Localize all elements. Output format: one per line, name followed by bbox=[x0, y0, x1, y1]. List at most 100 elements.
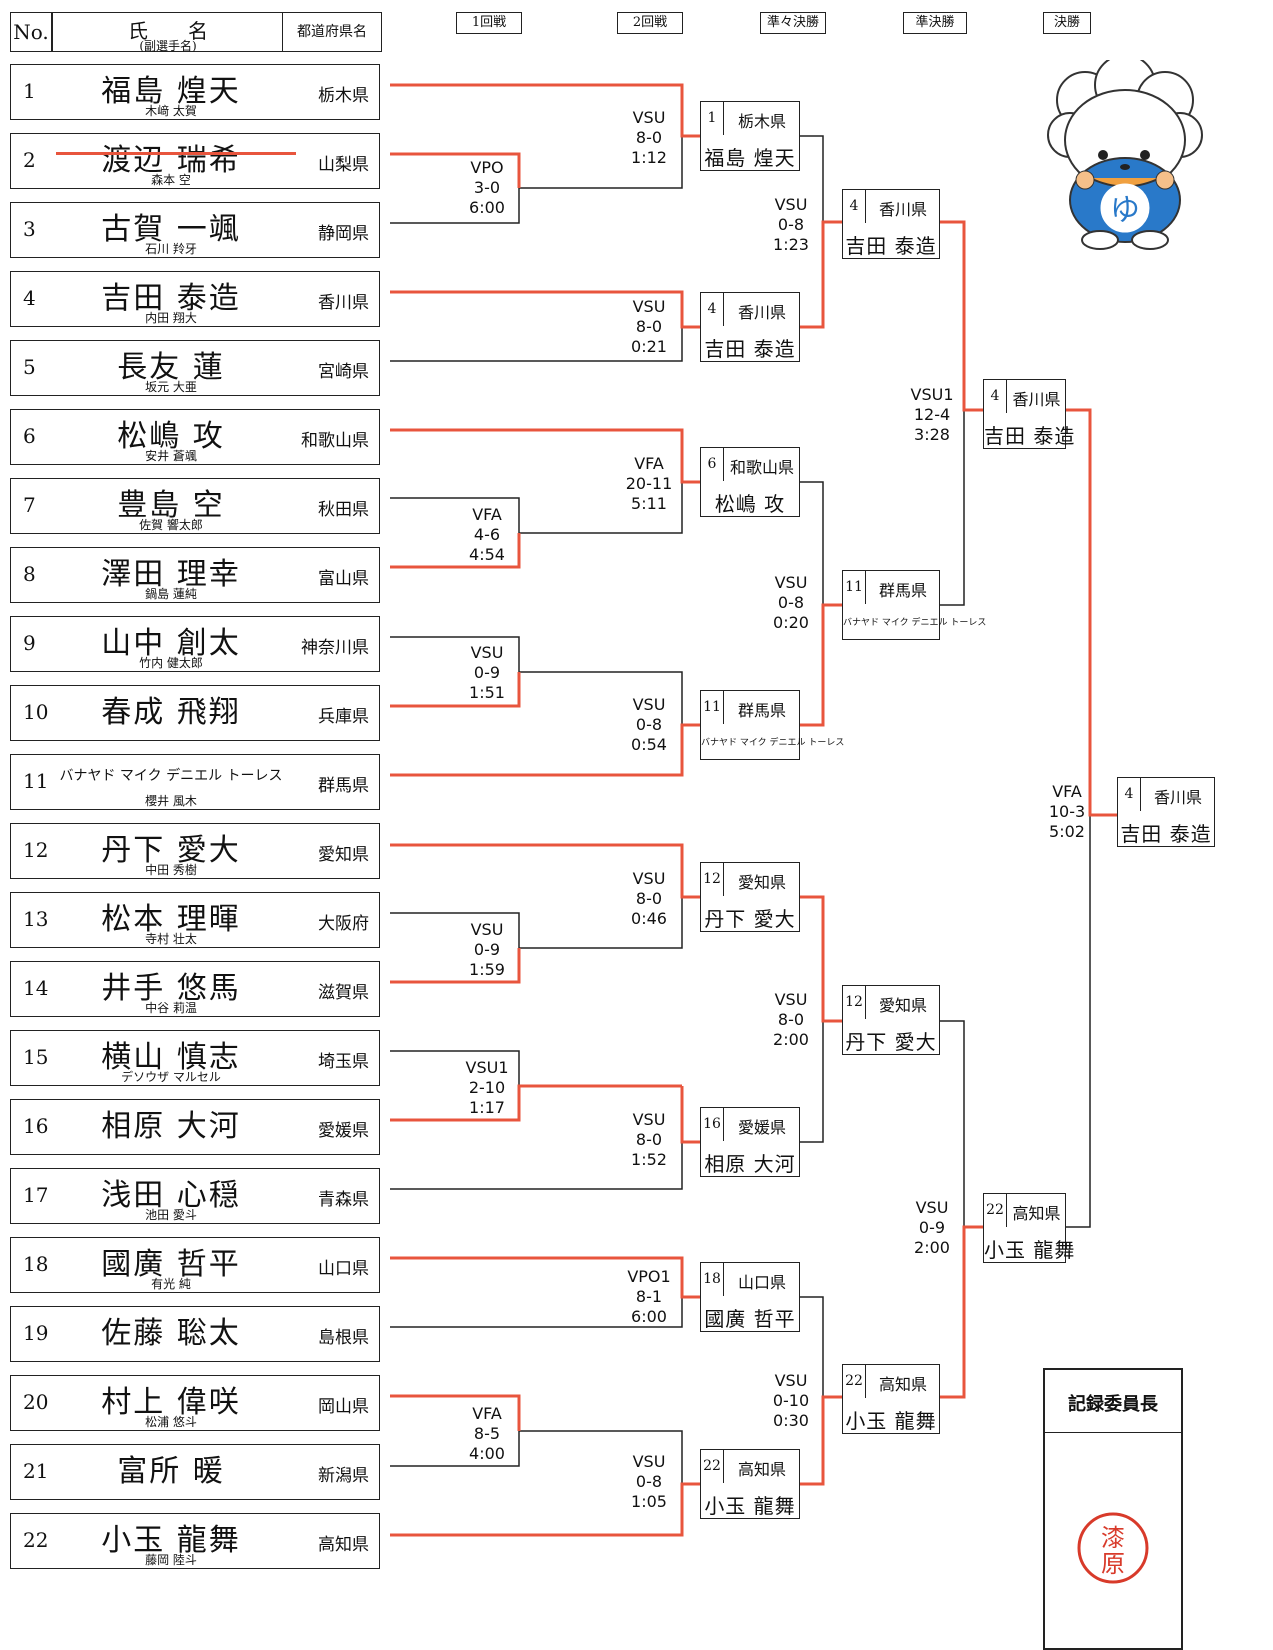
round-label-qf: 準々決勝 bbox=[760, 12, 826, 34]
player-number: 10 bbox=[23, 700, 49, 724]
winner-line bbox=[1066, 408, 1117, 817]
player-sub-name: 池田 愛斗 bbox=[145, 1208, 197, 1222]
player-sub-name: 藤岡 陸斗 bbox=[145, 1553, 197, 1567]
header-name-sub: (副選手名) bbox=[139, 39, 197, 53]
round-label-final: 決勝 bbox=[1043, 12, 1091, 34]
player-name: バナヤド マイク デニエル トーレス bbox=[59, 768, 283, 784]
player-number: 19 bbox=[23, 1321, 49, 1345]
player-number: 12 bbox=[23, 838, 49, 862]
player-name: 福島 煌天 bbox=[101, 74, 241, 109]
winner-line bbox=[390, 1482, 700, 1537]
player-number: 13 bbox=[23, 907, 49, 931]
player-prefecture: 山口県 bbox=[318, 1259, 369, 1279]
player-number: 17 bbox=[23, 1183, 49, 1207]
round-label-2: 2回戦 bbox=[617, 12, 683, 34]
winner-line bbox=[390, 1256, 700, 1299]
player-prefecture: 兵庫県 bbox=[318, 707, 369, 727]
winner-line bbox=[390, 83, 700, 138]
player-name: 浅田 心穏 bbox=[101, 1178, 241, 1213]
player-number: 6 bbox=[23, 424, 36, 448]
winner-line bbox=[800, 603, 842, 727]
winner-line bbox=[390, 290, 700, 329]
round-label-sf: 準決勝 bbox=[903, 12, 967, 34]
winner-line bbox=[680, 1086, 700, 1144]
player-prefecture: 新潟県 bbox=[318, 1466, 369, 1486]
player-number: 21 bbox=[23, 1459, 49, 1483]
player-prefecture: 愛媛県 bbox=[318, 1121, 369, 1141]
player-name: 澤田 理幸 bbox=[101, 557, 241, 592]
player-prefecture: 埼玉県 bbox=[318, 1052, 369, 1072]
player-sub-name: 竹内 健太郎 bbox=[139, 656, 203, 670]
player-number: 9 bbox=[23, 631, 36, 655]
player-prefecture: 島根県 bbox=[318, 1328, 369, 1348]
round-label-1: 1回戦 bbox=[456, 12, 522, 34]
player-number: 3 bbox=[23, 217, 36, 241]
player-name: 丹下 愛大 bbox=[101, 833, 241, 868]
svg-text:ゆ: ゆ bbox=[1110, 193, 1140, 228]
winner-line bbox=[390, 1394, 521, 1431]
player-sub-name: 石川 羚牙 bbox=[145, 242, 197, 256]
winner-line bbox=[390, 843, 700, 899]
player-number: 1 bbox=[23, 79, 36, 103]
player-name: 佐藤 聡太 bbox=[101, 1316, 241, 1351]
player-sub-name: 中田 秀樹 bbox=[145, 863, 197, 877]
player-prefecture: 和歌山県 bbox=[301, 431, 369, 451]
player-number: 2 bbox=[23, 148, 36, 172]
player-name: 豊島 空 bbox=[117, 488, 225, 523]
winner-line bbox=[390, 723, 700, 777]
player-prefecture: 香川県 bbox=[318, 293, 369, 313]
winner-line bbox=[390, 533, 521, 569]
player-number: 8 bbox=[23, 562, 36, 586]
player-prefecture: 宮崎県 bbox=[318, 362, 369, 382]
player-number: 7 bbox=[23, 493, 36, 517]
player-sub-name: 坂元 大亜 bbox=[145, 380, 197, 394]
winner-line bbox=[940, 220, 983, 412]
player-name: 渡辺 瑞希 bbox=[101, 143, 241, 178]
player-prefecture: 神奈川県 bbox=[301, 638, 369, 658]
player-sub-name: 寺村 壮太 bbox=[145, 932, 197, 946]
header-no: No. bbox=[10, 12, 52, 52]
player-name: 吉田 泰造 bbox=[101, 281, 241, 316]
player-name: 井手 悠馬 bbox=[101, 971, 241, 1006]
player-prefecture: 青森県 bbox=[318, 1190, 369, 1210]
player-prefecture: 高知県 bbox=[318, 1535, 369, 1555]
player-name: 山中 創太 bbox=[101, 626, 241, 661]
player-sub-name: 有光 純 bbox=[151, 1277, 191, 1291]
player-number: 15 bbox=[23, 1045, 49, 1069]
svg-text:原: 原 bbox=[1101, 1550, 1125, 1578]
player-number: 18 bbox=[23, 1252, 49, 1276]
winner-line bbox=[390, 1084, 682, 1122]
player-sub-name: 鍋島 蓮純 bbox=[145, 587, 197, 601]
